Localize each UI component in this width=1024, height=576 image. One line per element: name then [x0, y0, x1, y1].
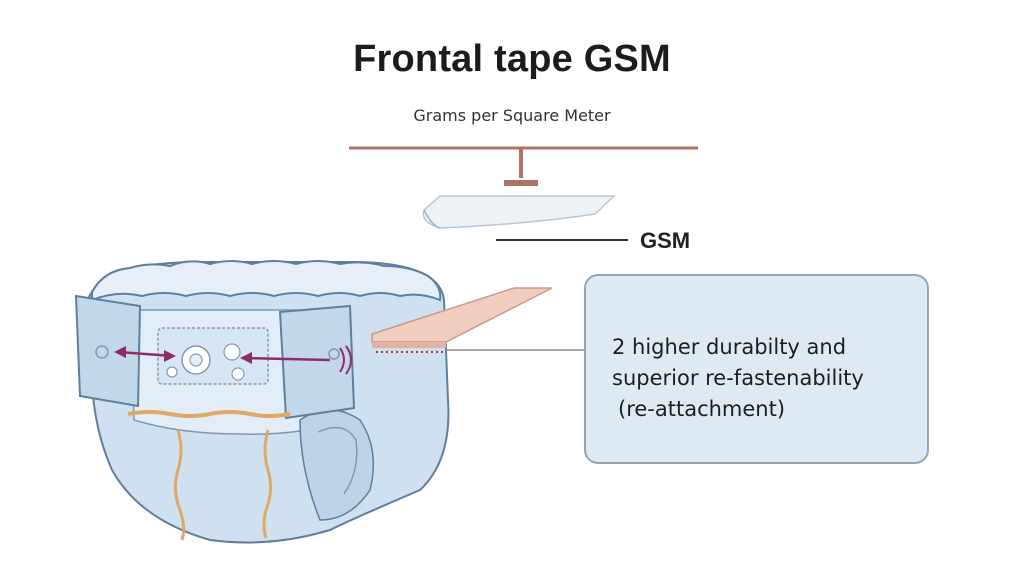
fastening-arrow-icon — [114, 345, 352, 375]
callout-line: (re-attachment) — [618, 397, 786, 421]
page-title: Frontal tape GSM — [353, 38, 671, 80]
gsm-label: GSM — [640, 228, 691, 253]
diaper-illustration — [74, 260, 450, 544]
callout-line: 2 higher durabilty and — [612, 335, 847, 359]
page-subtitle: Grams per Square Meter — [413, 106, 611, 125]
frontal-tape-strip-icon — [371, 287, 553, 353]
callout-line: superior re-fastenability — [612, 366, 864, 390]
callout-text: 2 higher durabilty and superior re-faste… — [612, 332, 922, 425]
tape-sample-icon — [422, 195, 616, 229]
gsm-scale-icon — [349, 146, 698, 186]
callout-box: 2 higher durabilty and superior re-faste… — [584, 274, 929, 464]
